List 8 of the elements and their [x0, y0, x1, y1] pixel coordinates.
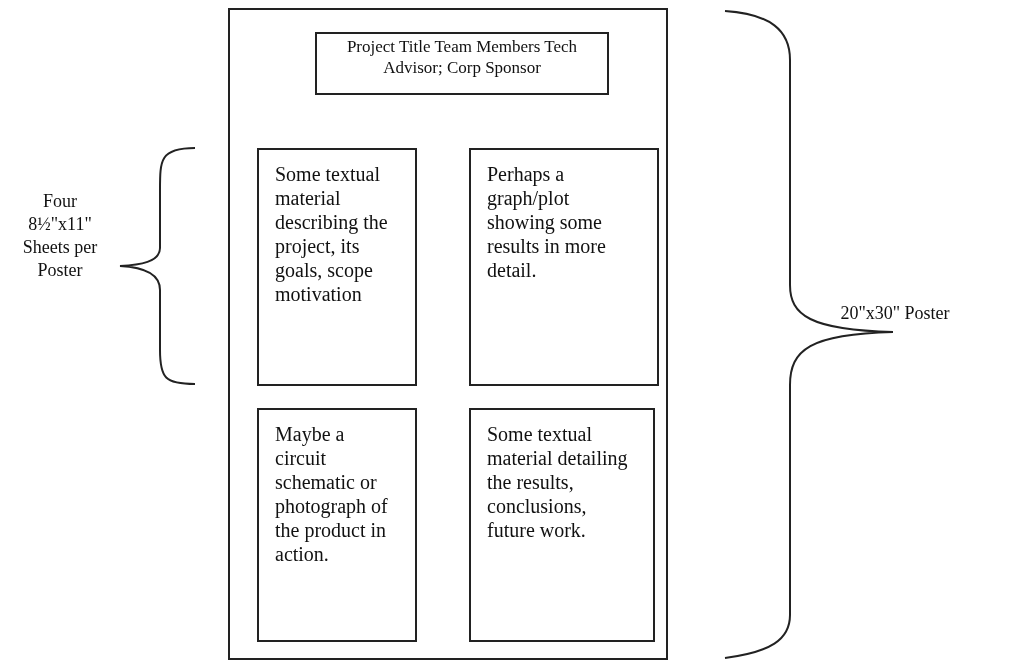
text-panel: Perhaps a graph/plot showing some results in more detail. [469, 148, 659, 386]
text-panel: Some textual material detailing the results, conclusions, future work. [469, 408, 655, 642]
bracket-label: 20"x30" Poster [840, 302, 950, 325]
text-panel: Some textual material describing the project, its goals, scope motivation [257, 148, 417, 386]
poster-outline [228, 8, 668, 660]
title-block: Project Title Team Members Tech Advisor; Corp Sponsor [315, 32, 609, 95]
text-panel: Maybe a circuit schematic or photograph of the product in action. [257, 408, 417, 642]
bracket-label: Four 8½"x11" Sheets per Poster [21, 190, 99, 282]
